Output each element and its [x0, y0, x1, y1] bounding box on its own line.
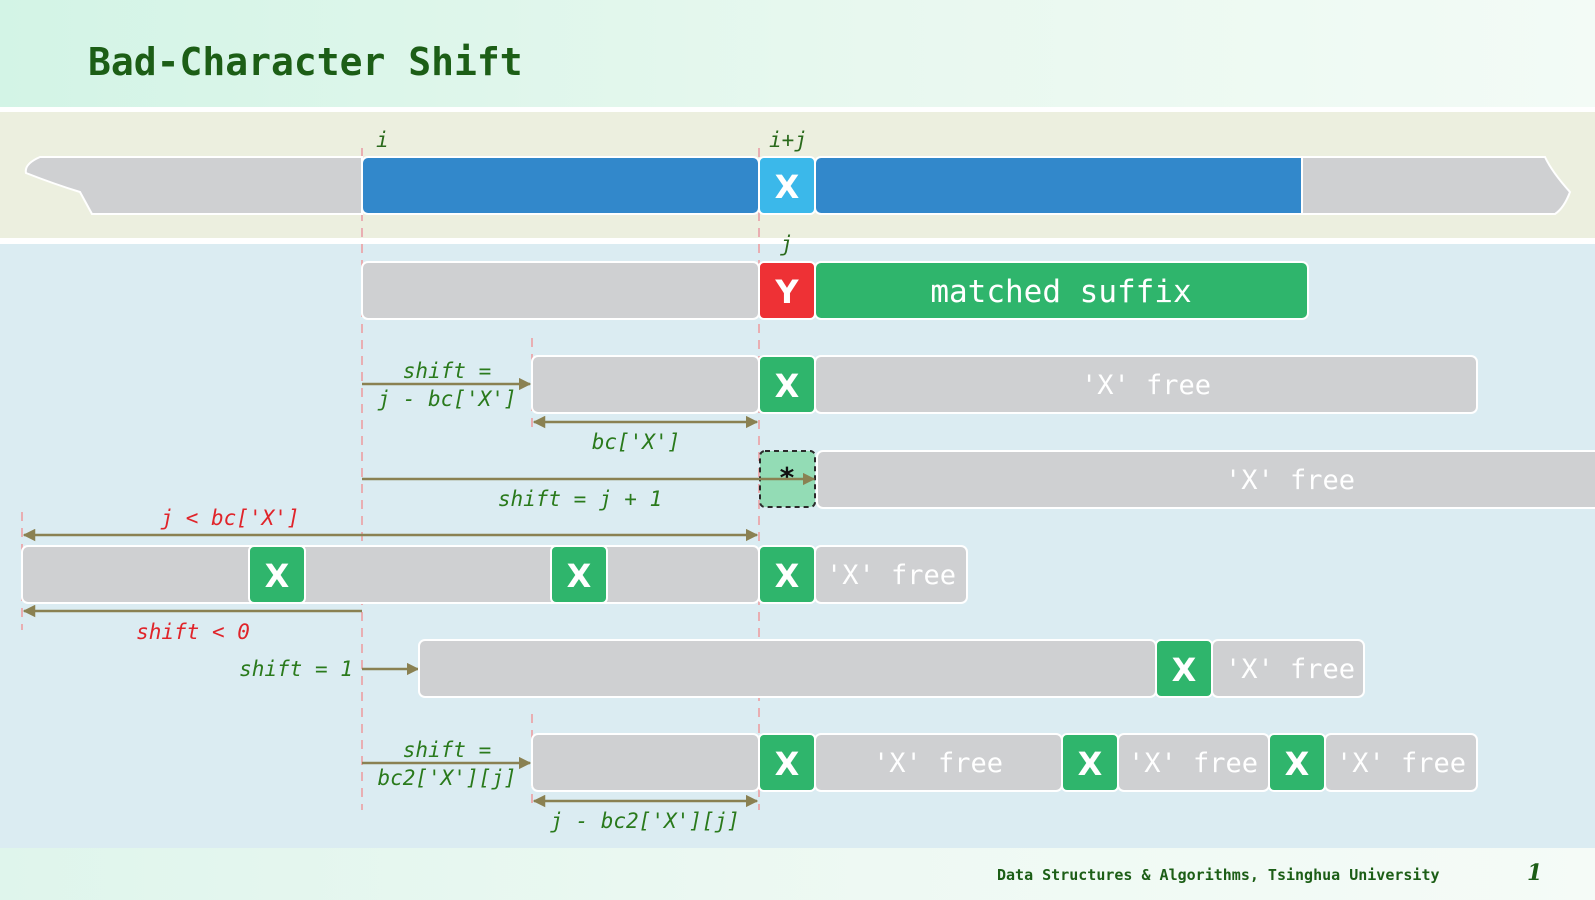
case3-row: j < bc['X'] X X X 'X' free shift < 0 [21, 506, 968, 644]
case4-row: shift = 1 X 'X' free [239, 639, 1365, 698]
slide-title: Bad-Character Shift [88, 40, 523, 84]
footer-band [0, 848, 1595, 900]
case2-row: * 'X' free shift = j + 1 [362, 450, 1595, 511]
text-right-tail [1301, 156, 1572, 215]
case1-shift-line1: shift = [403, 359, 492, 383]
case2-free-block [816, 450, 1595, 509]
matched-suffix-label: matched suffix [930, 274, 1191, 310]
pattern-prefix-block [361, 261, 760, 320]
case3-free-label: 'X' free [826, 560, 956, 591]
case4-char: X [1172, 651, 1197, 689]
case1-dist-label: bc['X'] [592, 430, 681, 454]
case1-shift-line2: j - bc['X'] [377, 387, 516, 411]
case2-shift-label: shift = j + 1 [498, 487, 662, 511]
case1-prefix-block [531, 355, 760, 414]
case3-x-cell-2 [550, 545, 608, 604]
mismatch-char: Y [774, 273, 799, 311]
case5-x-char-2: X [1078, 745, 1103, 783]
index-j-label: j [780, 232, 793, 256]
page-number: 1 [1527, 860, 1543, 886]
text-block-left [361, 156, 760, 215]
case5-free-block-3 [1324, 733, 1478, 792]
case3-free-block [814, 545, 968, 604]
guide-lines [21, 148, 760, 810]
case1-row: X 'X' free shift = j - bc['X'] bc['X'] [362, 355, 1478, 454]
case1-free-label: 'X' free [1081, 370, 1211, 401]
text-row: X i i+j [24, 128, 1572, 215]
text-left-tail [24, 156, 363, 215]
case1-free-block [814, 355, 1478, 414]
case3-shift-label: shift < 0 [136, 620, 250, 644]
case5-free-label-3: 'X' free [1336, 748, 1466, 779]
case5-shift-line1: shift = [403, 738, 492, 762]
index-i-label: i [376, 128, 389, 152]
footer-credit: Data Structures & Algorithms, Tsinghua U… [997, 866, 1440, 884]
case3-x-char-2: X [567, 557, 592, 595]
case4-free-label: 'X' free [1225, 654, 1355, 685]
case3-cond-label: j < bc['X'] [160, 506, 299, 530]
case1-char: X [775, 367, 800, 405]
case4-shift-label: shift = 1 [239, 657, 353, 681]
case5-prefix-block [531, 733, 760, 792]
case5-dist-label: j - bc2['X'][j] [550, 809, 740, 833]
case3-prefix-block [21, 545, 760, 604]
case3-x-char-1: X [265, 557, 290, 595]
case2-wildcard-char: * [780, 461, 795, 494]
case5-free-label-2: 'X' free [1128, 748, 1258, 779]
pattern-row: j Y matched suffix [361, 232, 1309, 320]
case5-free-label-1: 'X' free [873, 748, 1003, 779]
text-char: X [775, 168, 800, 206]
case3-char: X [775, 557, 800, 595]
case5-shift-line2: bc2['X'][j] [377, 766, 516, 790]
case2-free-label: 'X' free [1225, 465, 1355, 496]
header-band [0, 0, 1595, 107]
case5-row: shift = bc2['X'][j] X 'X' free X 'X' fre… [362, 733, 1478, 833]
case5-char: X [775, 745, 800, 783]
case4-prefix-block [418, 639, 1157, 698]
text-block-right [814, 156, 1309, 215]
case3-x-cell-1 [248, 545, 306, 604]
case5-x-char-3: X [1285, 745, 1310, 783]
case4-free-block [1211, 639, 1365, 698]
matched-suffix-block [814, 261, 1309, 320]
index-ij-label: i+j [769, 128, 807, 152]
